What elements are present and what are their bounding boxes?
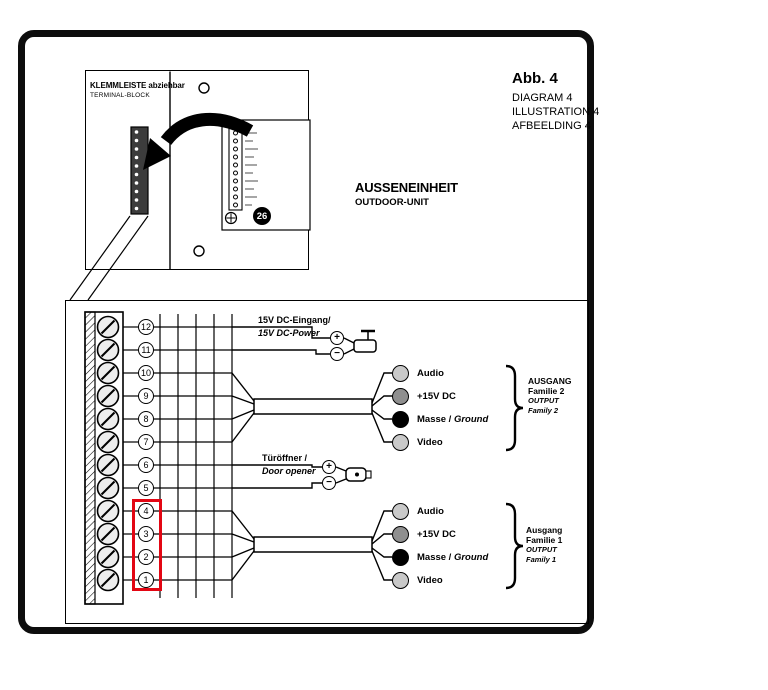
inset-title-de: KLEMMLEISTE abziehbar: [90, 81, 185, 90]
group-line: AUSGANG: [528, 376, 572, 386]
audio-label: Audio: [417, 506, 444, 517]
family2-audio-row: Audio: [392, 364, 444, 382]
figure-title: Abb. 4: [512, 70, 558, 87]
output-family1-label: Ausgang Familie 1 OUTPUT Family 1: [526, 525, 562, 565]
terminal-number-12: 12: [138, 319, 154, 335]
group-line: OUTPUT: [526, 545, 557, 554]
power-label: 15V DC-Eingang/ 15V DC-Power: [258, 314, 331, 340]
label-text: Masse /: [417, 551, 454, 563]
group-line: Familie 1: [526, 535, 563, 545]
family2-15v-row: +15V DC: [392, 387, 456, 405]
terminal-block-inset: [85, 70, 309, 270]
label-text: Video: [417, 436, 443, 448]
terminal-number-10: 10: [138, 365, 154, 381]
label-text-italic: Ground: [453, 551, 489, 563]
family2-video-row: Video: [392, 433, 443, 451]
label-text: Audio: [417, 367, 444, 379]
terminal-number-6: 6: [138, 457, 154, 473]
group-line: OUTPUT: [528, 396, 559, 405]
terminal-number-3: 3: [138, 526, 154, 542]
family1-ground-row: Masse / Ground: [392, 548, 488, 566]
15v-label: +15V DC: [417, 391, 456, 402]
ground-label: Masse / Ground: [417, 552, 488, 563]
terminal-number-11: 11: [138, 342, 154, 358]
terminals-1-4-highlight: [132, 499, 162, 591]
figure-line-en: DIAGRAM 4: [512, 92, 573, 104]
label-text: Masse /: [417, 413, 454, 425]
inset-title-en: TERMINAL-BLOCK: [90, 92, 150, 99]
family1-15v-row: +15V DC: [392, 525, 456, 543]
figure-line-nl: AFBEELDING 4: [512, 120, 591, 132]
wiring-main-box: [65, 300, 589, 624]
audio-label: Audio: [417, 368, 444, 379]
unit-title-de: AUSSENEINHEIT: [355, 180, 458, 195]
power-label-en: 15V DC-Power: [258, 328, 320, 338]
group-line: Familie 2: [528, 386, 565, 396]
unit-title-en: OUTDOOR-UNIT: [355, 197, 429, 208]
family2-ground-row: Masse / Ground: [392, 410, 488, 428]
figure-line-fr: ILLUSTRATION 4: [512, 106, 600, 118]
output-family2-label: AUSGANG Familie 2 OUTPUT Family 2: [528, 376, 571, 416]
label-text: +15V DC: [417, 390, 456, 402]
15v-wire-dot: [392, 525, 409, 543]
power-label-de: 15V DC-Eingang/: [258, 315, 331, 325]
group-line: Family 2: [528, 406, 559, 415]
door-label-en: Door opener: [262, 466, 316, 476]
terminal-number-4: 4: [138, 503, 154, 519]
family1-audio-row: Audio: [392, 502, 444, 520]
terminal-number-8: 8: [138, 411, 154, 427]
video-wire-dot: [392, 571, 409, 589]
power-plus-terminal: +: [330, 331, 344, 345]
label-text-italic: Ground: [453, 413, 489, 425]
label-text: Audio: [417, 505, 444, 517]
audio-wire-dot: [392, 502, 409, 520]
ground-label: Masse / Ground: [417, 414, 488, 425]
ground-wire-dot: [392, 548, 409, 566]
door-plus-terminal: +: [322, 460, 336, 474]
callout-26-badge: 26: [253, 207, 271, 225]
terminal-number-1: 1: [138, 572, 154, 588]
label-text: Video: [417, 574, 443, 586]
video-wire-dot: [392, 433, 409, 451]
group-line: Ausgang: [526, 525, 563, 535]
label-text: +15V DC: [417, 528, 456, 540]
family1-video-row: Video: [392, 571, 443, 589]
terminal-number-9: 9: [138, 388, 154, 404]
15v-wire-dot: [392, 387, 409, 405]
video-label: Video: [417, 575, 443, 586]
door-opener-label: Türöffner / Door opener: [262, 452, 316, 478]
door-minus-terminal: −: [322, 476, 336, 490]
terminal-number-2: 2: [138, 549, 154, 565]
video-label: Video: [417, 437, 443, 448]
door-label-de: Türöffner /: [262, 453, 307, 463]
group-line: Family 1: [526, 555, 557, 564]
terminal-number-7: 7: [138, 434, 154, 450]
power-minus-terminal: −: [330, 347, 344, 361]
figure-caption: Abb. 4 DIAGRAM 4 ILLUSTRATION 4 AFBEELDI…: [512, 70, 599, 133]
15v-label: +15V DC: [417, 529, 456, 540]
ground-wire-dot: [392, 410, 409, 428]
audio-wire-dot: [392, 364, 409, 382]
terminal-number-5: 5: [138, 480, 154, 496]
unit-title-block: AUSSENEINHEIT OUTDOOR-UNIT: [355, 180, 458, 208]
